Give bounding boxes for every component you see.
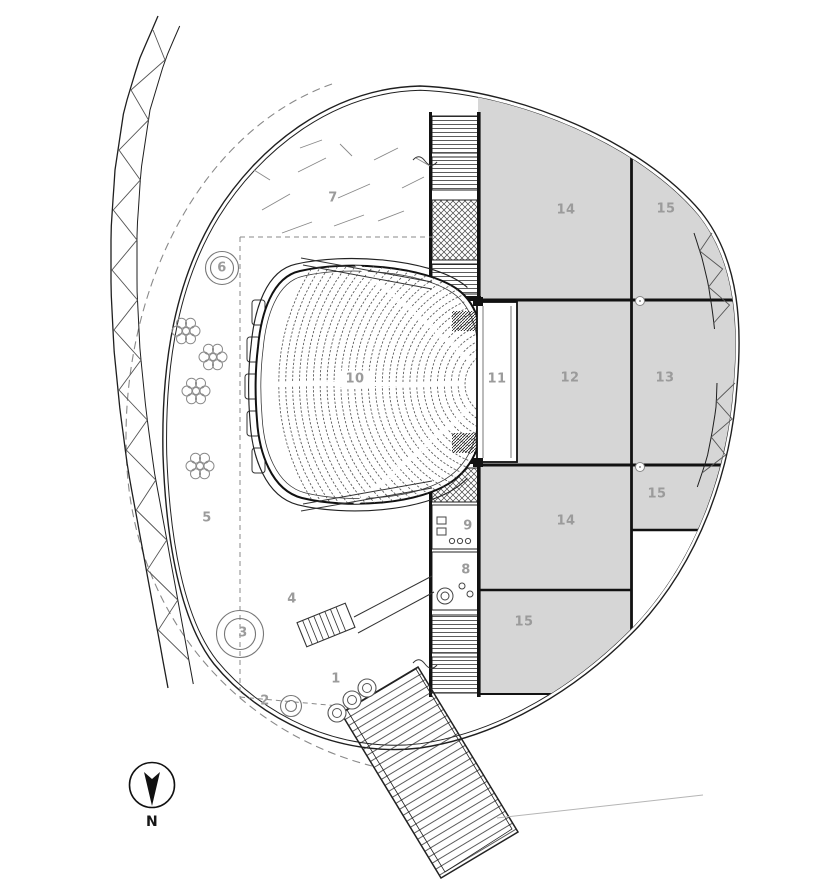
backstage-floor-area (478, 96, 736, 695)
ramp-body (339, 665, 520, 880)
room-label-12: 12 (560, 370, 580, 386)
room-label-4: 4 (287, 591, 297, 607)
wall-truss-right-icon (693, 232, 736, 488)
north-arrow-icon (144, 772, 160, 806)
room-label-8: 8 (461, 562, 471, 578)
proscenium-wall-bottom (452, 433, 478, 453)
room-label-15-mid: 15 (647, 486, 667, 502)
stage-area (476, 301, 518, 463)
room-label-6: 6 (217, 260, 227, 276)
north-label: N (145, 814, 159, 830)
north-compass (128, 761, 176, 809)
seating-rows (269, 265, 485, 504)
entrance-ramp (339, 665, 520, 880)
proscenium-wall-top (452, 311, 478, 331)
room-label-13: 13 (655, 370, 675, 386)
room-label-14-top: 14 (556, 202, 576, 218)
stage-pier (473, 297, 483, 306)
room-label-14-bottom: 14 (556, 513, 576, 529)
room-label-9: 9 (463, 518, 473, 534)
canopy-truss-left-icon (110, 15, 194, 689)
corridor-line (300, 487, 433, 512)
room-label-15-top: 15 (656, 201, 676, 217)
void-area (633, 531, 736, 712)
room-label-15-bottom: 15 (514, 614, 534, 630)
room-label-10: 10 (339, 370, 371, 388)
ramp-rail (346, 668, 513, 873)
site-context-line (496, 794, 704, 819)
site-dashed-boundary (125, 83, 373, 767)
auditorium-outer-shell (248, 257, 468, 512)
room-label-3: 3 (238, 625, 248, 641)
entrance-columns (327, 678, 377, 723)
room-label-7: 7 (328, 190, 338, 206)
room-label-2: 2 (260, 693, 270, 709)
corridor-line (302, 480, 433, 505)
stage-pier (473, 458, 483, 467)
corridor-line (302, 264, 433, 290)
room-label-1: 1 (331, 671, 341, 687)
corridor-line (300, 257, 433, 283)
room-label-11: 11 (487, 371, 507, 387)
room-label-5: 5 (202, 510, 212, 526)
foyer (171, 139, 645, 718)
